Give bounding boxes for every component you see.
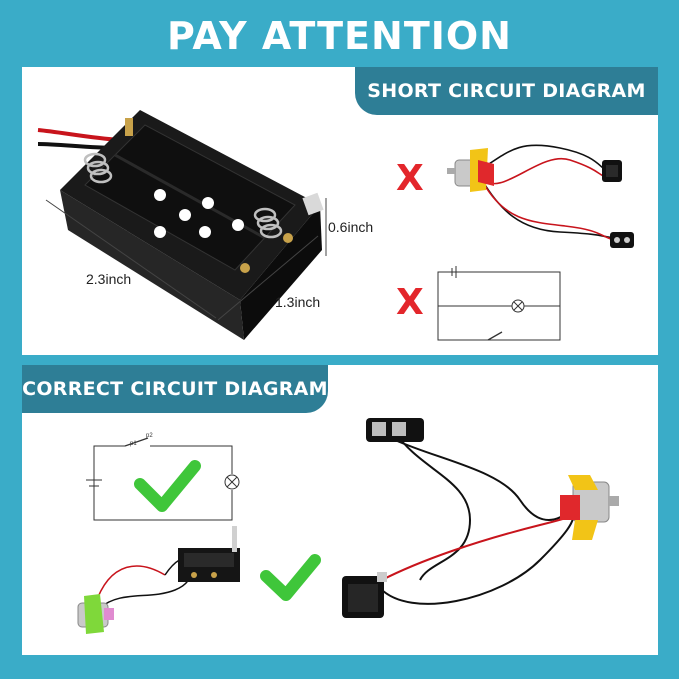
short-circuit-photo — [447, 144, 634, 248]
correct-schematic — [86, 437, 240, 521]
short-circuit-schematic — [437, 266, 561, 341]
correct-circuit-banner: CORRECT CIRCUIT DIAGRAM — [22, 365, 328, 413]
large-assembly-photo — [342, 418, 619, 618]
small-assembly-photo — [77, 526, 240, 634]
check-icon — [134, 460, 201, 512]
height-label: 0.6inch — [328, 219, 374, 235]
cross-icon: X — [396, 282, 424, 323]
correct-circuit-panel — [22, 365, 658, 655]
cross-icon: X — [396, 158, 424, 199]
dimension-lines — [45, 198, 327, 321]
depth-label: 1.3inch — [275, 294, 321, 310]
battery-holder-image — [37, 110, 324, 340]
short-circuit-banner: SHORT CIRCUIT DIAGRAM — [355, 67, 658, 115]
width-label: 2.3inch — [86, 271, 132, 287]
switch-label-p1: p1 — [130, 441, 137, 447]
page-title: PAY ATTENTION — [167, 14, 512, 58]
switch-label-p2: p2 — [146, 433, 153, 439]
check-icon — [260, 554, 321, 601]
